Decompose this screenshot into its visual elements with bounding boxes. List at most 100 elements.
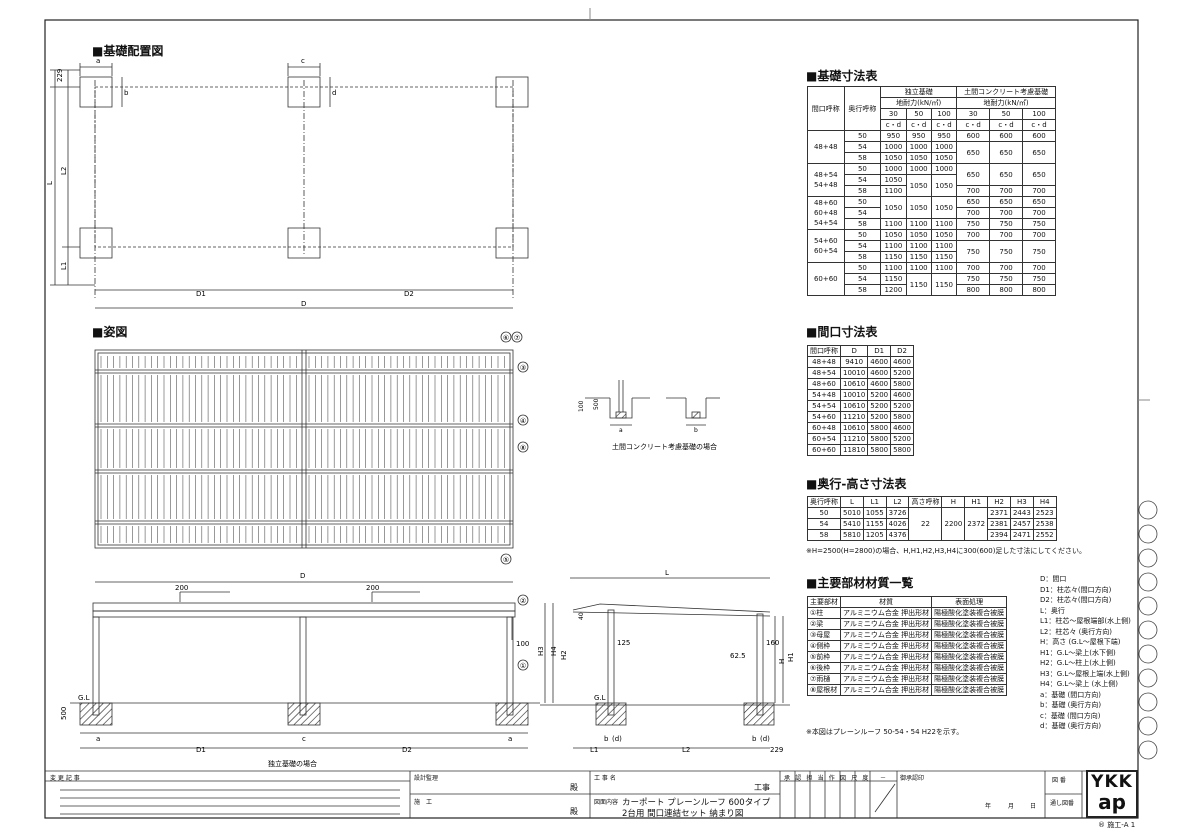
depth-cell: 54 [807, 518, 841, 530]
side-H2-label: H2 [560, 650, 568, 660]
plan-d-label: d [332, 89, 336, 97]
side-H4-label: H4 [550, 646, 558, 656]
foundation-value-cell: 600 [956, 130, 991, 142]
foundation-value-cell: 1100 [905, 240, 932, 252]
materials-cell: アルミニウム合金 押出形材 [839, 607, 933, 619]
foundation-value-cell: 700 [989, 207, 1024, 219]
foundation-value-cell: 1050 [905, 152, 932, 164]
foundation-value-cell: 1100 [930, 262, 958, 274]
drawing-frame [44, 19, 1139, 819]
materials-row: ⑦雨樋アルミニウム合金 押出形材陽極酸化塗装複合被膜 [807, 673, 1008, 685]
side-62-5-label: 62.5 [730, 652, 746, 660]
foundation-value-cell: 700 [956, 262, 991, 274]
depth-header-cell: L [840, 496, 864, 508]
callout-7: ⑦ [514, 334, 520, 342]
plan-L2-label: L2 [60, 167, 68, 175]
side-L1-label: L1 [590, 746, 598, 754]
depth-name-cell: 58 [843, 251, 882, 263]
depth-cell: 2538 [1032, 518, 1057, 530]
roof-ribs [100, 356, 505, 543]
callout-2: ② [520, 597, 526, 605]
frontage-cell: 54+60 [807, 411, 841, 423]
foundation-value-cell: 700 [1022, 185, 1056, 197]
side-40-label: 40 [578, 612, 585, 620]
depth-name-cell: 50 [843, 229, 882, 241]
frontage-cell: 10010 [839, 389, 869, 401]
frontage-header-cell: D [839, 345, 869, 357]
fnd-h-col2: 奥行呼称 [843, 86, 882, 131]
stamp-column-label: 作 [828, 775, 835, 782]
depth-name-cell: 54 [843, 207, 882, 219]
foundation-value-cell: 650 [989, 141, 1024, 164]
materials-header-cell: 主要部材 [807, 596, 841, 608]
frontage-cell: 54+54 [807, 400, 841, 412]
foundation-value-cell: 1050 [880, 152, 907, 164]
foundation-value-cell: 1000 [930, 141, 958, 153]
depth-name-cell: 58 [843, 218, 882, 230]
foundation-value-cell: 950 [880, 130, 907, 142]
materials-cell: ⑦雨樋 [807, 673, 841, 685]
foundation-value-cell: 1000 [880, 141, 907, 153]
frontage-cell: 5800 [867, 433, 892, 445]
legend-item: H2：G.L～柱上(水上側) [1040, 659, 1116, 667]
ykk-ap-logo: YKK ap [1086, 770, 1138, 818]
depth-cell: 2552 [1032, 529, 1057, 541]
materials-cell: ⑧屋根材 [807, 684, 841, 696]
legend-item: a：基礎 (間口方向) [1040, 690, 1101, 699]
frontage-cell: 10010 [839, 367, 869, 379]
frontage-cell: 4600 [867, 356, 892, 368]
foundation-value-cell: 1050 [880, 174, 907, 186]
foundation-value-cell: 750 [989, 240, 1024, 263]
depth-cell: 1205 [862, 529, 887, 541]
materials-cell: 陽極酸化塗装複合被膜 [931, 607, 1008, 619]
legend-item: H：高さ (G.L～屋根下端) [1040, 638, 1121, 646]
foundation-value-cell: 700 [956, 229, 991, 241]
materials-cell: 陽極酸化塗装複合被膜 [931, 640, 1008, 652]
foundation-value-cell: 750 [1022, 218, 1056, 230]
foundation-value-cell: 750 [956, 273, 991, 285]
foundation-value-cell: 700 [989, 229, 1024, 241]
frontage-cell: 60+48 [807, 422, 841, 434]
materials-cell: ②梁 [807, 618, 841, 630]
depth-cell: 3726 [885, 507, 910, 519]
plan-D2-label: D2 [404, 290, 414, 298]
materials-row: ④側枠アルミニウム合金 押出形材陽極酸化塗装複合被膜 [807, 640, 1008, 652]
plan-L-label: L [46, 181, 54, 185]
frontage-cell: 11210 [839, 411, 869, 423]
frontage-cell: 48+54 [807, 367, 841, 379]
foundation-value-cell: 1100 [880, 262, 907, 274]
depth-cell: 2443 [1009, 507, 1034, 519]
depth-header-cell: L1 [862, 496, 887, 508]
frontage-cell: 48+60 [807, 378, 841, 390]
foundation-value-cell: 1050 [930, 196, 958, 219]
front-a1-label: a [96, 735, 100, 743]
stamp-column-label: 担 [806, 775, 813, 782]
frontage-cell: 4600 [867, 378, 892, 390]
foundation-value-cell: 750 [956, 218, 991, 230]
fnd-h-50: 50 [989, 108, 1024, 120]
fnd-h-cd: c・d [880, 119, 907, 131]
foundation-value-cell: 1050 [905, 196, 932, 219]
plan-footing [495, 76, 529, 108]
section-100-label: 100 [578, 400, 585, 412]
foundation-value-cell: 700 [1022, 229, 1056, 241]
foundation-value-cell: 650 [1022, 163, 1056, 186]
fnd-h-30: 30 [956, 108, 991, 120]
foundation-value-cell: 1100 [905, 218, 932, 230]
foundation-value-cell: 1000 [880, 163, 907, 175]
callout-4: ④ [520, 417, 526, 425]
side-H3-label: H3 [537, 646, 545, 656]
frontage-table-heading: ■間口寸法表 [806, 325, 878, 339]
